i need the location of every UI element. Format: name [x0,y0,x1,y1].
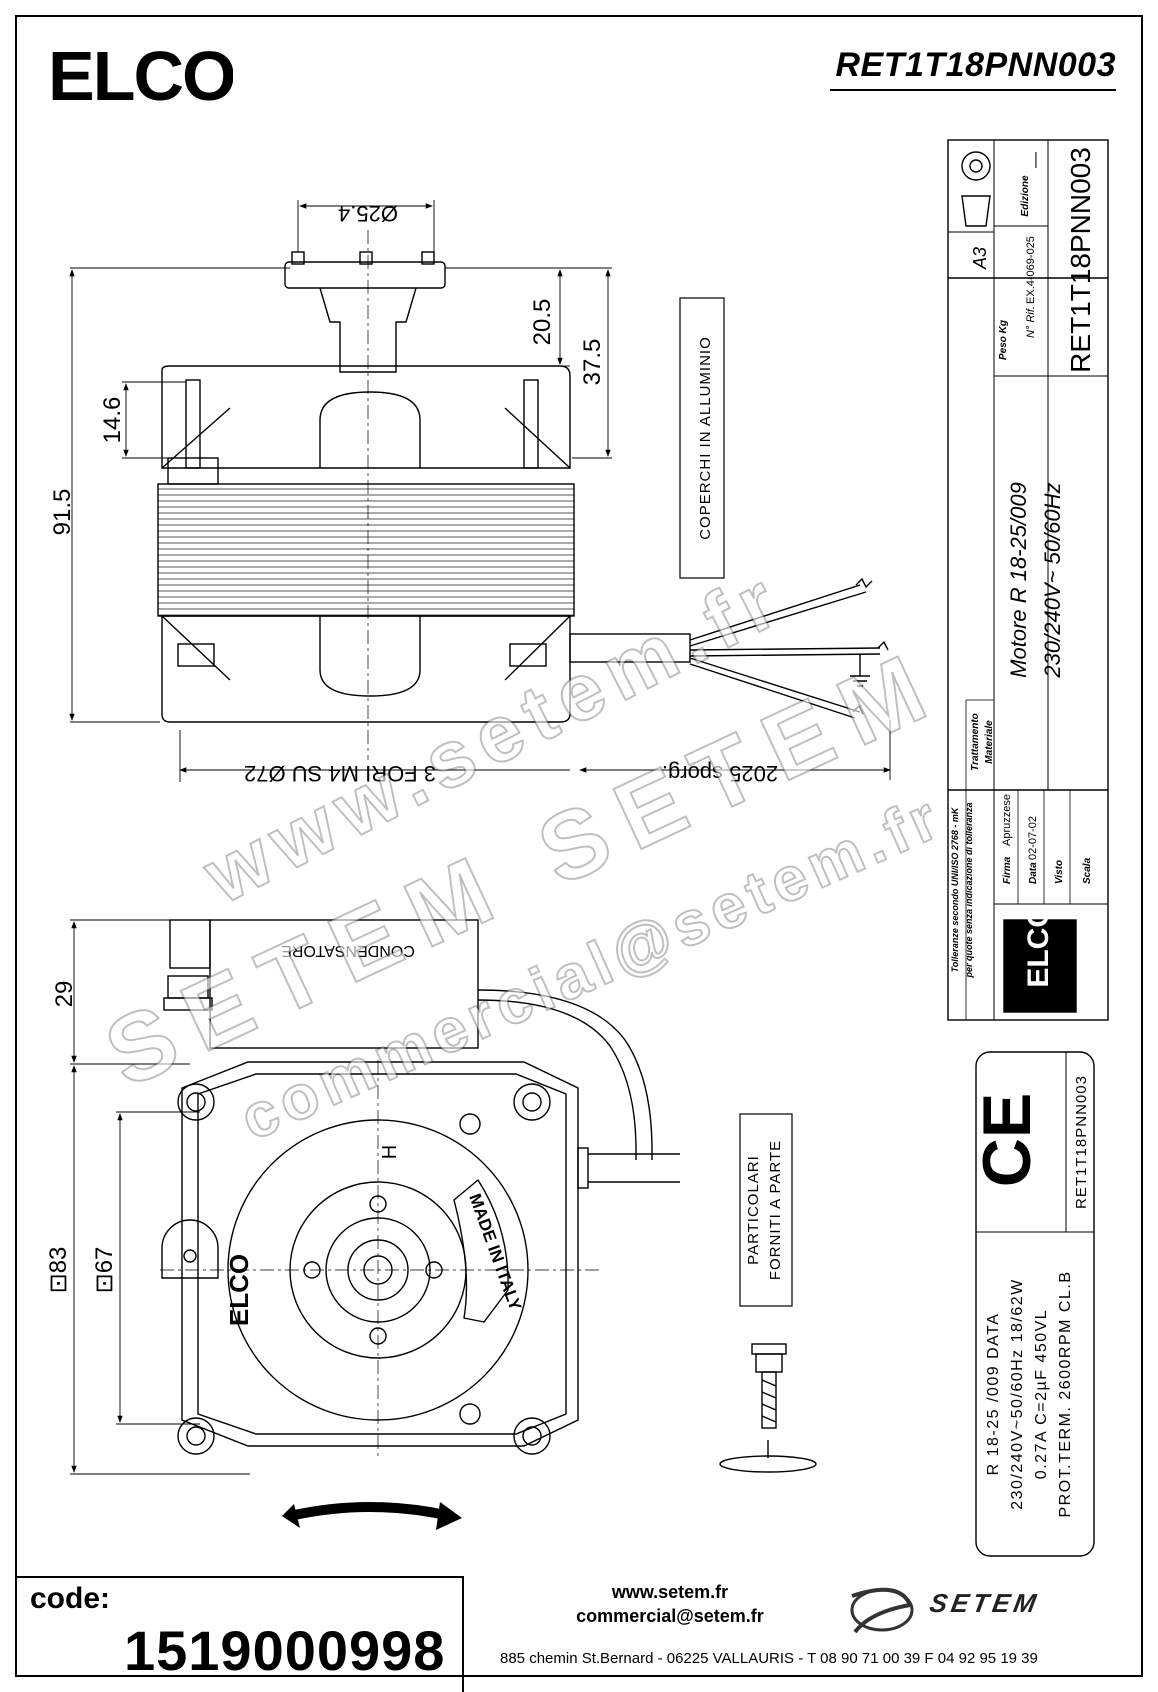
dim-square-83: ⊡83 [45,1247,72,1294]
tb-edition-label: Edizione [1020,175,1031,217]
dim-91-5: 91.5 [49,489,76,536]
title-block [947,139,1109,1021]
dim-14-6: 14.6 [99,397,126,444]
dim-cable-length: 2025 sporg. [662,761,778,786]
tb-tolerance2: per quote senza indicazione di tolleranz… [964,802,974,978]
tb-tolerance1: Tolleranze secondo UNI/ISO 2768 - mK [950,806,960,972]
sheet-frame [15,15,1143,1677]
elco-logo: ELCO [48,37,236,115]
part-code-title: RET1T18PNN003 [830,46,1116,91]
dim-20-5: 20.5 [529,299,556,346]
plate-line2: 230/240V~50/60Hz 18/62W [1009,1278,1026,1510]
note-parts-line1: PARTICOLARI [745,1155,762,1265]
plate-line3: 0.27A C=2µF 450VL [1033,1309,1050,1479]
tb-signature-label: Firma [1002,856,1013,884]
tb-desc2: 230/240V~ 50/60Hz [1040,482,1065,678]
note-capacitor: CONDENSATORE [281,942,415,959]
tb-signature-value: Apruzzese [1001,794,1013,846]
screw-part [719,1343,817,1473]
plate-line4: PROT.TERM. 2600RPM CL.B [1057,1271,1074,1518]
dim-37-5: 37.5 [579,339,606,386]
footer-website-link[interactable]: www.setem.fr [611,1582,729,1602]
plate-line1: R 18-25 /009 DATA [985,1313,1002,1476]
dim-h-mark: H [379,1145,401,1159]
tb-date-value: 02-07-02 [1027,816,1039,860]
body-logo-text: ELCO [224,1254,254,1326]
tb-ref-value: EX.4-069-025 [1025,236,1037,304]
setem-logo [850,1587,914,1634]
dim-holes: 3 FORI M4 SU Ø72 [244,761,436,786]
tb-visto-label: Visto [1054,860,1065,884]
tb-desc1: Motore R 18-25/009 [1006,482,1031,678]
code-box [16,1576,464,1692]
ce-mark: CE [969,1093,1045,1187]
plate-part: RET1T18PNN003 [1073,1075,1090,1209]
label-plate [975,1051,1095,1557]
motor-side-view [157,251,889,723]
tb-weight-label: Peso Kg [998,320,1009,360]
note-made-in: MADE IN ITALY [465,1191,525,1313]
note-covers: COPERCHI IN ALLUMINIO [697,336,714,540]
note-parts-line2: FORNITI A PARTE [767,1140,784,1280]
tb-logo-text: ELCO [1022,904,1055,987]
tb-treatment-label: Trattamento [970,713,981,771]
tb-code: RET1T18PNN003 [1065,147,1096,373]
tb-edition-value: — [1027,152,1044,168]
tb-format: A3 [970,247,990,270]
tb-material-label: Materiale [984,720,995,764]
dim-29: 29 [51,981,78,1008]
tb-ref-label: N° Rif. [1025,306,1037,338]
elco-logo-text: ELCO [48,40,233,110]
setem-brand-text: SETEM [927,1588,1043,1618]
tb-date-label: Data [1028,862,1039,884]
code-label: code: [30,1582,111,1615]
dim-square-67: ⊡67 [91,1247,118,1294]
footer-email-link[interactable]: commercial@setem.fr [576,1606,764,1626]
footer-address: 885 chemin St.Bernard - 06225 VALLAURIS … [500,1650,1038,1667]
footer-contact: www.setem.fr commercial@setem.fr [560,1580,780,1628]
dim-shaft-diameter: Ø25.4 [338,201,398,226]
code-value: 1519000998 [124,1619,446,1682]
tb-scale-label: Scala [1082,857,1093,884]
